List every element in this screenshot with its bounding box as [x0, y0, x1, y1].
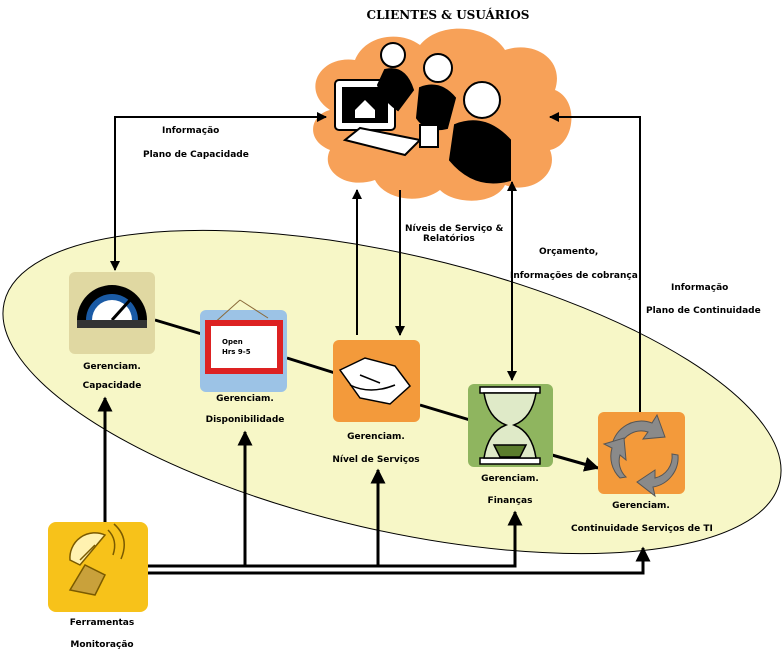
link-capacidade-disponibilidade [154, 318, 206, 337]
clients-users-icon [334, 42, 511, 184]
cycle-arrows-icon [602, 413, 679, 498]
satellite-dish-icon [68, 523, 125, 596]
disponibilidade-line2: Disponibilidade [205, 415, 285, 425]
capacidade-line2: Capacidade [82, 381, 142, 391]
arrow-ferr-financas [148, 510, 523, 568]
arrow-capacidade-cloud [110, 112, 327, 271]
capacidade-line1: Gerenciam. [83, 362, 141, 372]
open-sign-text: Open [222, 338, 243, 346]
nivel-servicos-line2: Nível de Serviços [332, 455, 420, 465]
node-financas [468, 384, 553, 467]
continuidade-line1: Gerenciam. [612, 501, 670, 511]
hours-sign-text: Hrs 9-5 [222, 348, 251, 356]
node-capacidade [69, 272, 155, 354]
label-plano-capacidade: Plano de Capacidade [143, 150, 249, 160]
label-info-continuidade: Informação [671, 283, 729, 293]
node-continuidade [598, 412, 685, 498]
ferramentas-line1: Ferramentas [69, 618, 135, 628]
label-info-capacidade: Informação [162, 126, 220, 136]
handshake-icon [338, 357, 412, 405]
link-financas-continuidade [551, 453, 600, 472]
arrow-ferr-continuidade [148, 546, 651, 575]
nivel-servicos-line1: Gerenciam. [347, 432, 405, 442]
node-ferramentas [48, 522, 148, 612]
disponibilidade-line1: Gerenciam. [216, 394, 274, 404]
link-disponibilidade-nivel [286, 356, 336, 375]
label-plano-continuidade: Plano de Continuidade [646, 306, 761, 316]
label-niveis-servico: Níveis de Serviço & [405, 224, 504, 234]
label-relatorios: Relatórios [423, 234, 475, 244]
node-disponibilidade [200, 299, 287, 392]
node-nivel-servicos [333, 340, 420, 422]
financas-line1: Gerenciam. [481, 474, 539, 484]
speedometer-icon [77, 285, 147, 328]
open-sign-icon [205, 299, 283, 374]
monitoring-links [97, 396, 651, 575]
ferramentas-line2: Monitoração [70, 640, 134, 650]
arrow-continuidade-cloud [549, 112, 641, 415]
continuidade-line2: Continuidade Serviços de TI [571, 524, 713, 534]
label-info-cobranca: Informações de cobrança [510, 271, 638, 281]
process-chain [154, 318, 600, 472]
diagram-title: CLIENTES & USUÁRIOS [366, 8, 530, 22]
hourglass-icon [479, 386, 541, 465]
financas-line2: Finanças [487, 496, 533, 506]
link-nivel-financas [419, 403, 471, 422]
label-orcamento: Orçamento, [539, 247, 599, 257]
